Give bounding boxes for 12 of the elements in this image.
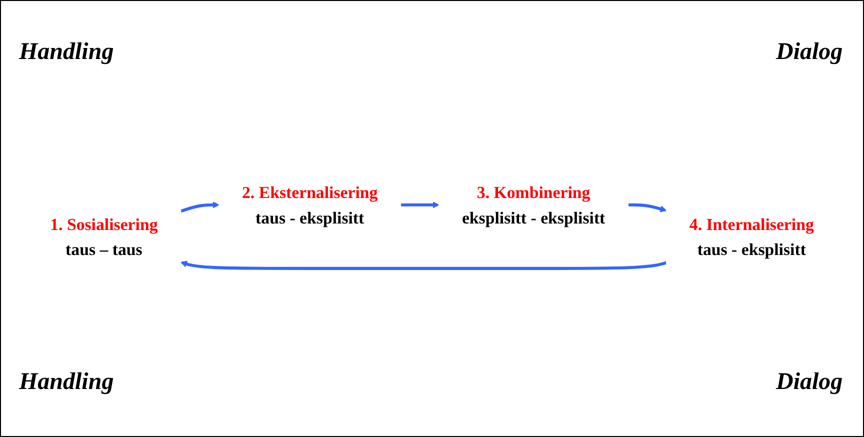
node-text: 4. Internalisering taus - eksplisitt [689,214,814,260]
arrow [400,202,440,208]
corner-label: Handling [19,369,114,396]
corner-label: Dialog [776,39,843,66]
node-text: 2. Eksternalisering taus - eksplisitt [242,182,378,228]
node-text: 1. Sosialisering taus – taus [50,214,158,260]
node-text: 3. Kombinering eksplisitt - eksplisitt [462,182,606,228]
corner-label: Handling [19,39,114,66]
arrow [180,202,220,213]
corner-label: Dialog [776,369,843,396]
arrow [628,204,667,212]
arrow [180,261,667,270]
